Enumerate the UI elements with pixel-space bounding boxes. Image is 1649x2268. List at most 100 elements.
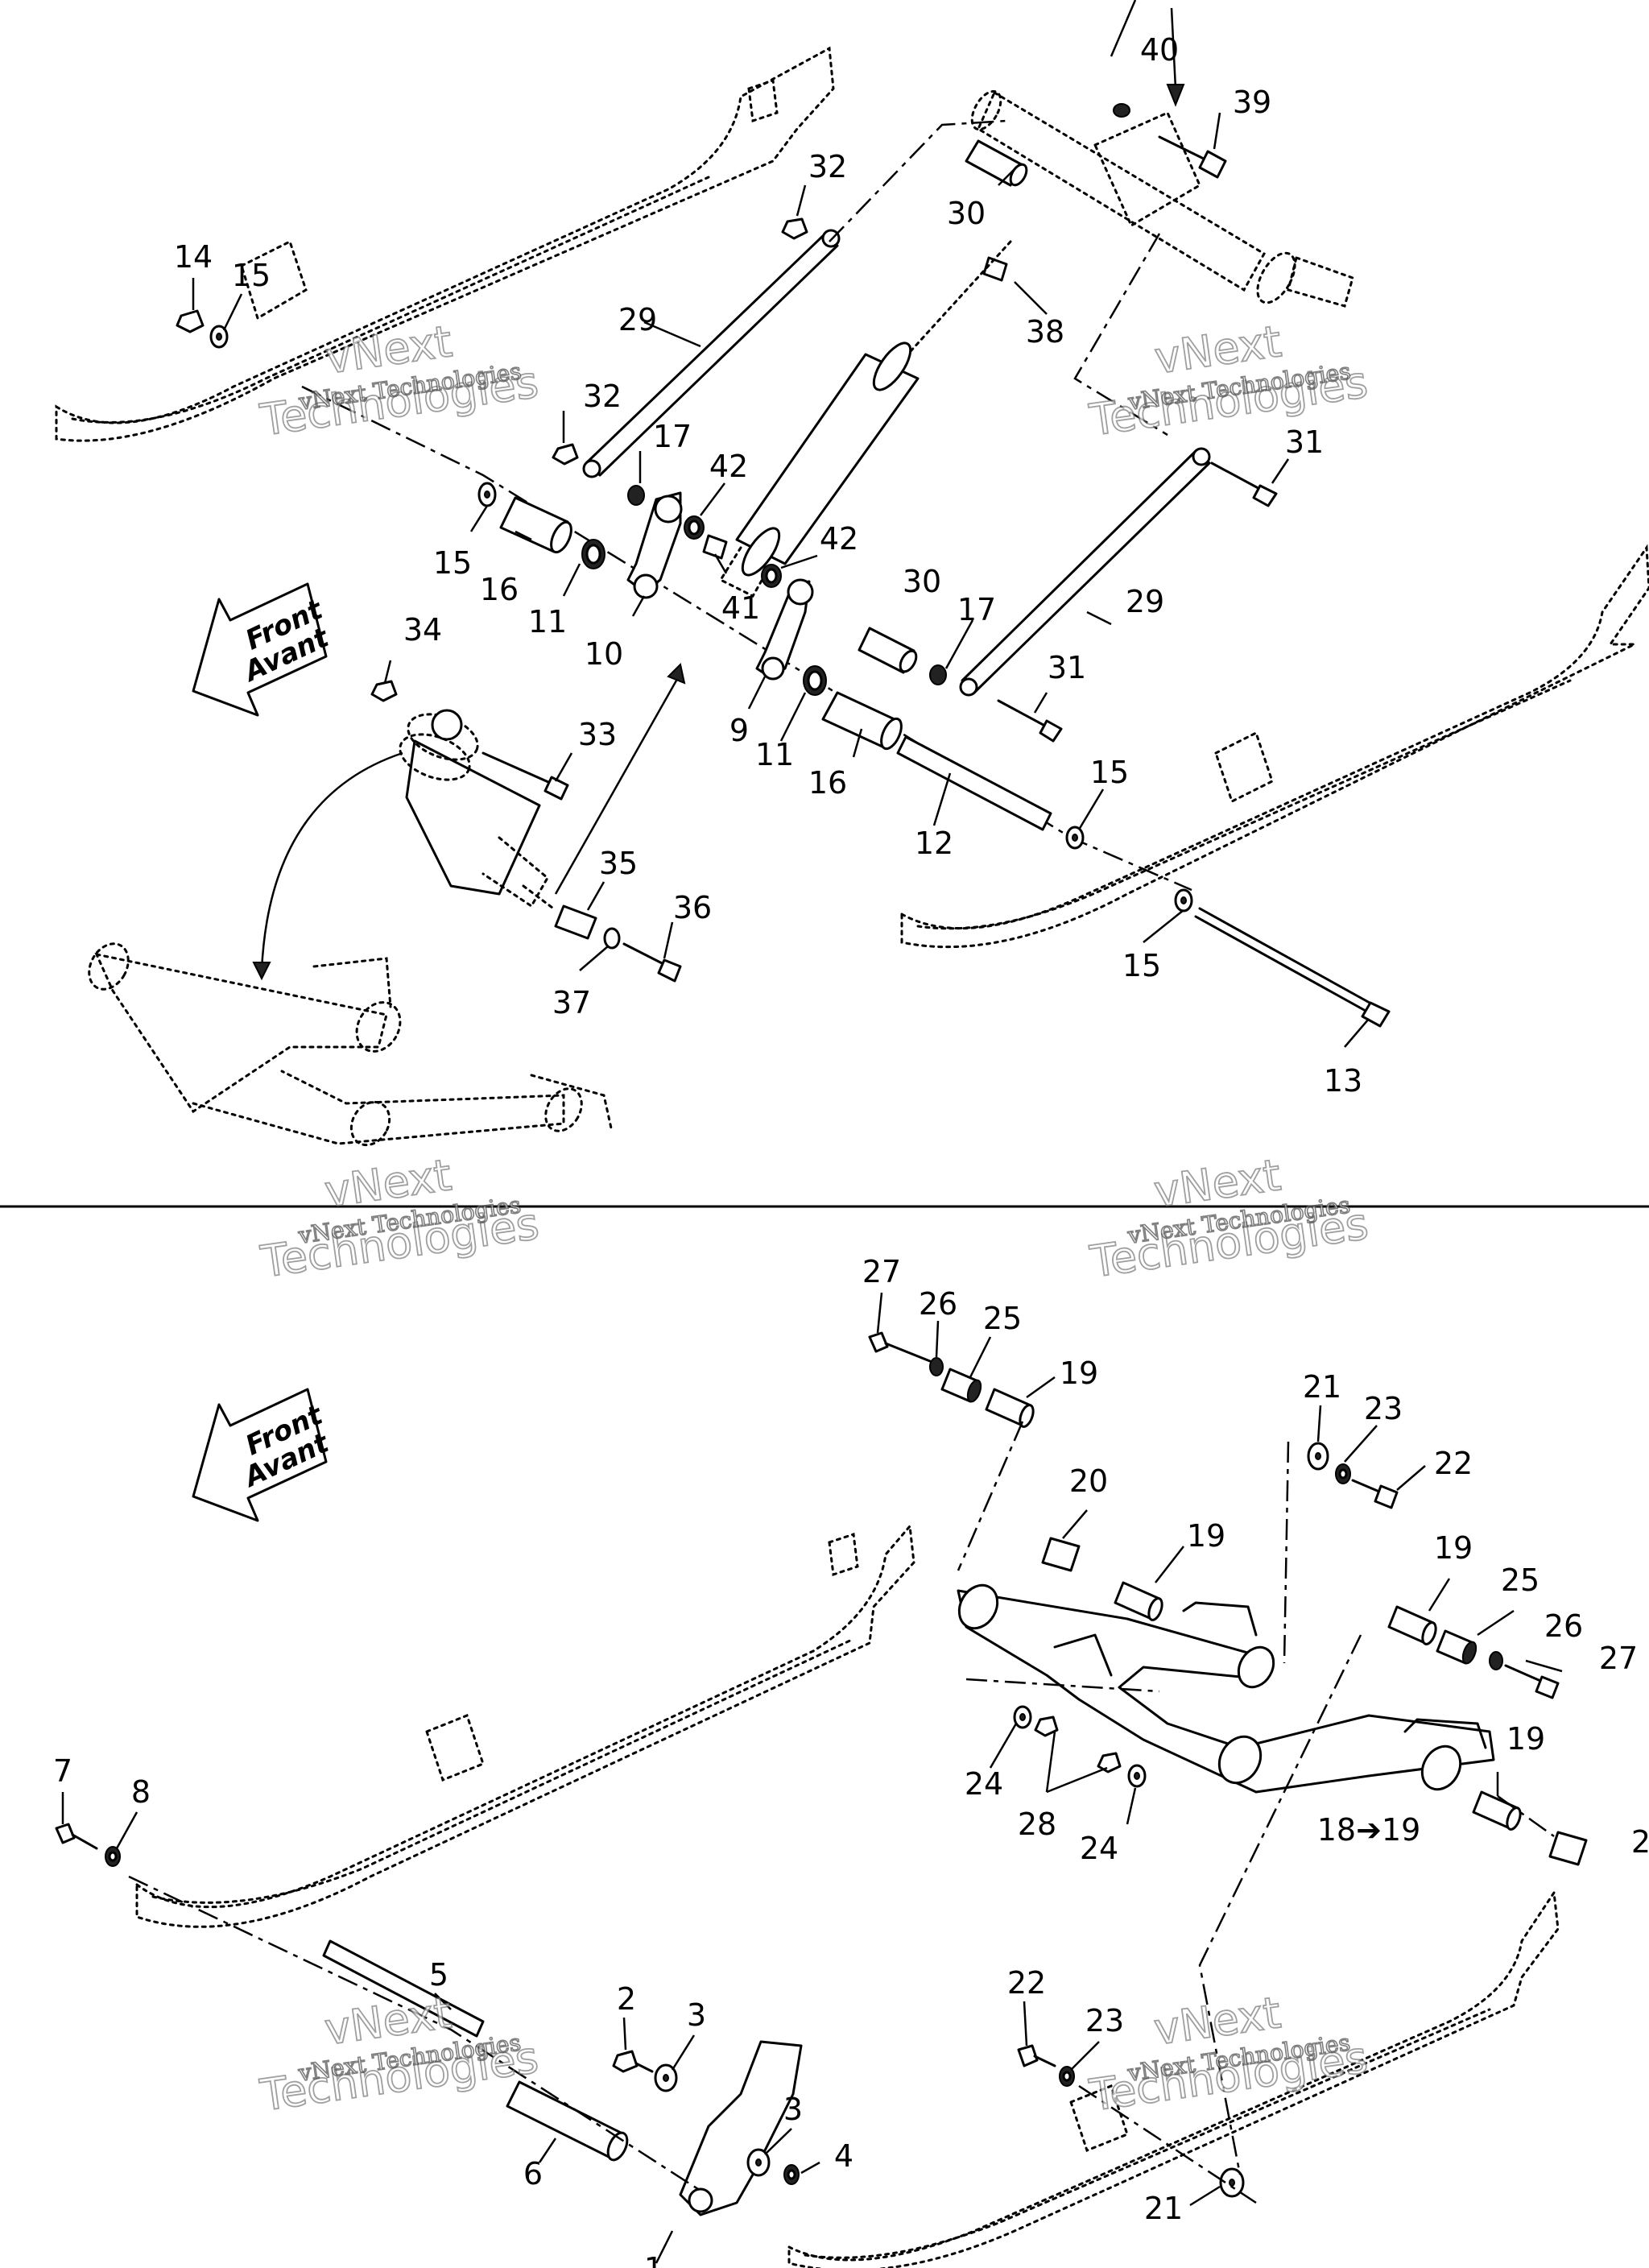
callout-15-topleft: 15 (232, 258, 271, 293)
washer-15-mid (477, 482, 497, 507)
bushing-19-mid (1114, 1581, 1163, 1621)
axis-line-19-right (1497, 1794, 1555, 1838)
bolt-31-lower (997, 699, 1063, 743)
axis-line-19-upper (957, 1421, 1024, 1571)
callout-31-lower: 31 (1048, 650, 1086, 685)
bolt-36 (622, 942, 682, 983)
washer-17-lower (929, 664, 947, 685)
washer-42-upper (684, 515, 705, 540)
washer-24-left (1013, 1705, 1032, 1729)
nut-28-left (1034, 1715, 1059, 1737)
watermark-top-right: vNext Technologies vNext Technologies (1085, 315, 1371, 446)
callout-2-cut: 2 (1631, 1824, 1649, 1860)
callout-22-lower: 22 (1007, 1965, 1046, 2001)
bushing-19-right-upper (1387, 1605, 1437, 1645)
callout-17-upper: 17 (653, 419, 692, 454)
callout-24-right: 24 (1080, 1831, 1118, 1866)
bushing-16-right (821, 691, 903, 751)
callout-26-right: 26 (1544, 1608, 1583, 1644)
callout-34: 34 (403, 612, 442, 648)
callout-30-upper: 30 (947, 196, 986, 231)
tube-12 (896, 735, 1052, 831)
callout-11-left: 11 (528, 604, 567, 639)
left-rail-bottom (135, 1523, 915, 1928)
callout-10: 10 (585, 636, 623, 672)
spacer-30-upper (965, 139, 1028, 187)
axis-line-24 (965, 1678, 1160, 1693)
callout-25-right: 25 (1501, 1562, 1539, 1598)
callout-1: 1 (644, 2251, 663, 2268)
shock-mount-arrow-head (252, 962, 271, 981)
bushing-19-right-lower (1472, 1790, 1522, 1831)
axis-line-bottom-front (128, 1875, 701, 2192)
callout-15-mid: 15 (433, 545, 472, 581)
callout-35: 35 (599, 846, 638, 881)
callout-29-left: 29 (618, 302, 657, 337)
bracket-1 (679, 2040, 803, 2216)
callout-29-right: 29 (1126, 584, 1164, 619)
front-arrow-bottom: Front Avant (192, 1388, 335, 1522)
bolt-22-lower (1017, 2044, 1056, 2067)
watermark-mid-right: vNext Technologies vNext Technologies (1086, 1148, 1372, 1288)
bracket-nut-40 (1113, 103, 1130, 118)
callout-41: 41 (721, 590, 760, 626)
callout-5: 5 (429, 1957, 448, 1993)
spacer-30-lower (858, 627, 918, 674)
callout-6: 6 (523, 2156, 543, 2191)
callout-7: 7 (53, 1753, 72, 1789)
watermark-top-left: vNext Technologies vNext Technologies (256, 315, 542, 446)
callout-17-lower: 17 (957, 592, 996, 627)
callout-15-right: 15 (1090, 755, 1129, 790)
washer-15-right (1065, 826, 1085, 850)
washer-3-upper (654, 2063, 678, 2092)
callout-11-right: 11 (755, 737, 794, 772)
callout-15-lower: 15 (1122, 948, 1161, 983)
washer-23-upper (1335, 1463, 1351, 1484)
callout-22-upper: 22 (1434, 1446, 1473, 1481)
callout-23-upper: 23 (1364, 1391, 1403, 1426)
bolt-22-upper (1351, 1479, 1399, 1509)
tube-6 (506, 2080, 629, 2162)
axle-5 (322, 1939, 485, 2038)
callout-36: 36 (673, 890, 712, 925)
callout-2: 2 (617, 1981, 636, 2017)
callout-32-lower: 32 (583, 379, 622, 414)
top-assembly: Front Avant (55, 0, 1649, 1147)
callout-3-lower: 3 (783, 2092, 803, 2127)
link-rod-29-right (959, 447, 1211, 697)
axis-line-bottom-right (1078, 2084, 1257, 2204)
bushing-19-upper (985, 1388, 1035, 1428)
washer-8 (105, 1846, 121, 1867)
callout-38: 38 (1026, 314, 1064, 350)
watermark-bottom-left: vNext Technologies vNext Technologies (256, 1986, 542, 2121)
washer-15-lower (1174, 888, 1193, 913)
bushing-25-upper (940, 1368, 982, 1403)
bushing-16-left (499, 496, 572, 554)
callout-42-lower: 42 (820, 521, 858, 557)
washer-23-lower (1059, 2066, 1075, 2087)
callout-18-19: 18➔19 (1317, 1812, 1421, 1848)
axis-line-40 (829, 119, 1007, 242)
leader-40-arrow (1170, 7, 1177, 89)
washer-26-upper (929, 1357, 944, 1376)
washer-21-upper (1307, 1442, 1329, 1471)
callout-4: 4 (834, 2138, 853, 2174)
callout-40: 40 (1140, 32, 1179, 68)
right-rail-bottom (787, 1889, 1560, 2268)
washer-42-lower (761, 564, 782, 588)
washer-26-right (1489, 1651, 1503, 1670)
callout-32-upper: 32 (808, 149, 847, 184)
shock-upper-arrow-head (667, 662, 686, 685)
callout-14: 14 (174, 239, 213, 275)
washer-24-right (1127, 1764, 1147, 1788)
axis-line-21 (1283, 1441, 1290, 1664)
callout-16-left: 16 (480, 572, 519, 607)
washer-3-lower (746, 2148, 771, 2177)
bolt-2 (612, 2050, 654, 2073)
callout-19-right-upper: 19 (1434, 1530, 1473, 1566)
callout-19-right-lower: 19 (1506, 1721, 1545, 1757)
bolt-7 (55, 1823, 98, 1850)
callout-16-right: 16 (808, 765, 847, 801)
watermark-mid-left: vNext Technologies vNext Technologies (257, 1148, 543, 1288)
callout-25-upper: 25 (983, 1301, 1022, 1336)
